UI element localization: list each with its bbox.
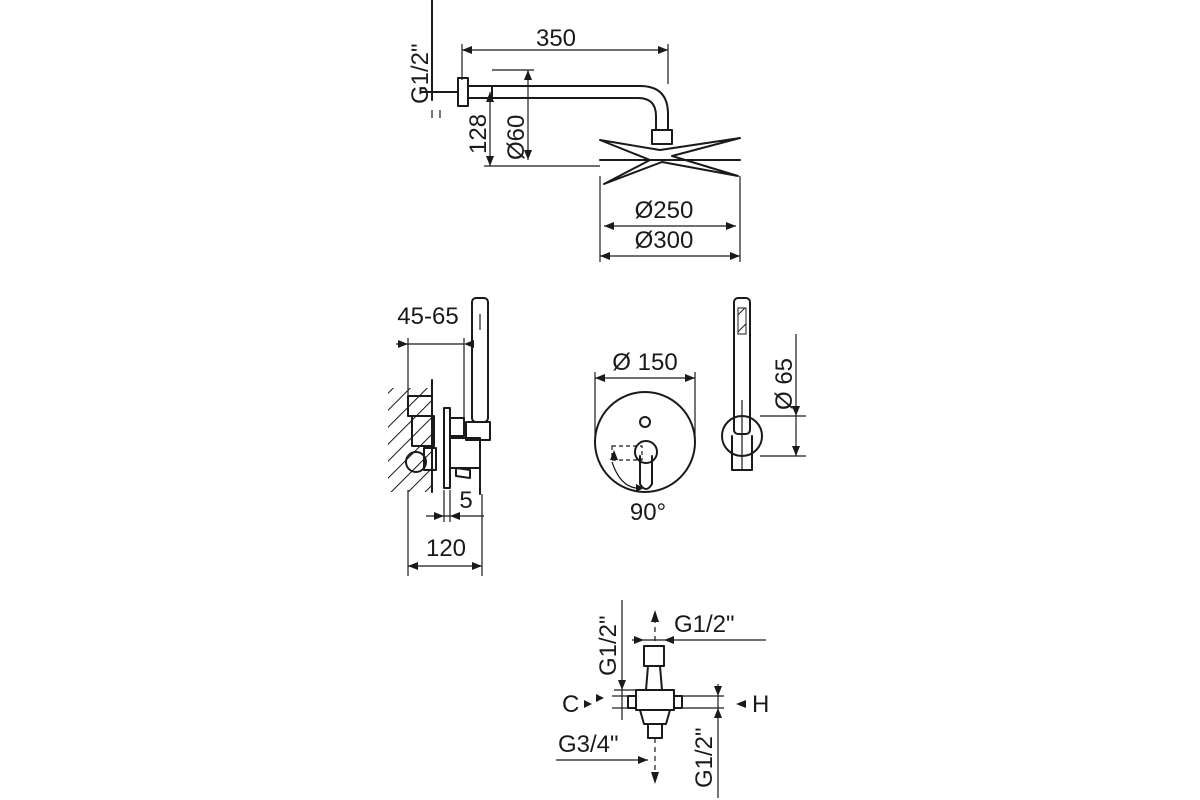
hot-label: H bbox=[752, 691, 769, 718]
inlet-thread-label: G1/2" bbox=[407, 43, 434, 104]
valve-inlet bbox=[405, 451, 427, 473]
holder-diameter-label: Ø 65 bbox=[771, 358, 798, 410]
lever-hub bbox=[634, 440, 658, 464]
shower-head bbox=[599, 137, 741, 185]
bottom-outlet-thread-label: G1/2" bbox=[691, 727, 718, 788]
head-inner-diameter-label: Ø250 bbox=[635, 197, 694, 224]
plate-offset-label: 5 bbox=[459, 487, 472, 514]
cold-label: C bbox=[562, 691, 579, 718]
flange-diameter-label: Ø60 bbox=[503, 115, 530, 160]
valve-body bbox=[635, 689, 675, 711]
hand-shower-holder bbox=[465, 421, 491, 441]
mixer-front-view: Ø 150 90° bbox=[594, 349, 696, 526]
drop-height-label: 128 bbox=[465, 114, 492, 154]
shower-head-view: 350 G1/2" 128 Ø60 Ø250 Ø300 bbox=[407, 0, 741, 262]
top-outlet-vertical-label: G1/2" bbox=[595, 615, 622, 676]
arm-length-label: 350 bbox=[536, 25, 576, 52]
lever-body bbox=[449, 437, 481, 469]
cold-arrow bbox=[584, 700, 592, 708]
wall-hatch bbox=[388, 388, 432, 492]
hot-arrow bbox=[736, 700, 746, 708]
top-outlet-port bbox=[643, 645, 665, 667]
top-flow-arrow bbox=[651, 610, 659, 622]
lever-handle bbox=[639, 455, 653, 490]
shower-arm-top bbox=[491, 85, 669, 131]
rotation-arc bbox=[611, 461, 637, 489]
diverter-knob bbox=[639, 416, 651, 428]
wall-flange bbox=[457, 77, 469, 107]
hand-shower-view: Ø 65 bbox=[721, 297, 806, 471]
valve-connections-view: G1/2" G1/2" C G3/4" H G1/2" bbox=[556, 600, 769, 798]
cover-plate-circle bbox=[594, 391, 696, 493]
bottom-flow-arrow bbox=[651, 772, 659, 784]
mixer-side-view: 45-65 5 120 bbox=[388, 297, 491, 576]
spray-nozzles bbox=[737, 307, 747, 335]
lever-rotation-label: 90° bbox=[630, 499, 666, 526]
head-neck bbox=[651, 129, 673, 145]
total-depth-label: 120 bbox=[426, 535, 466, 562]
head-outer-diameter-label: Ø300 bbox=[635, 227, 694, 254]
top-outlet-thread-label: G1/2" bbox=[674, 611, 735, 638]
bottom-outlet-port bbox=[647, 723, 663, 739]
supply-thread-label: G3/4" bbox=[558, 731, 619, 758]
valve-body bbox=[411, 415, 435, 447]
lever-handle bbox=[455, 467, 471, 479]
arm-connector bbox=[467, 85, 493, 99]
cold-inlet bbox=[627, 695, 637, 709]
hot-inlet bbox=[673, 695, 683, 709]
wall-depth-label: 45-65 bbox=[397, 303, 458, 330]
lever-rotated-outline bbox=[611, 445, 643, 461]
plate-diameter-label: Ø 150 bbox=[612, 349, 677, 376]
shower-arm-bottom bbox=[491, 97, 657, 131]
